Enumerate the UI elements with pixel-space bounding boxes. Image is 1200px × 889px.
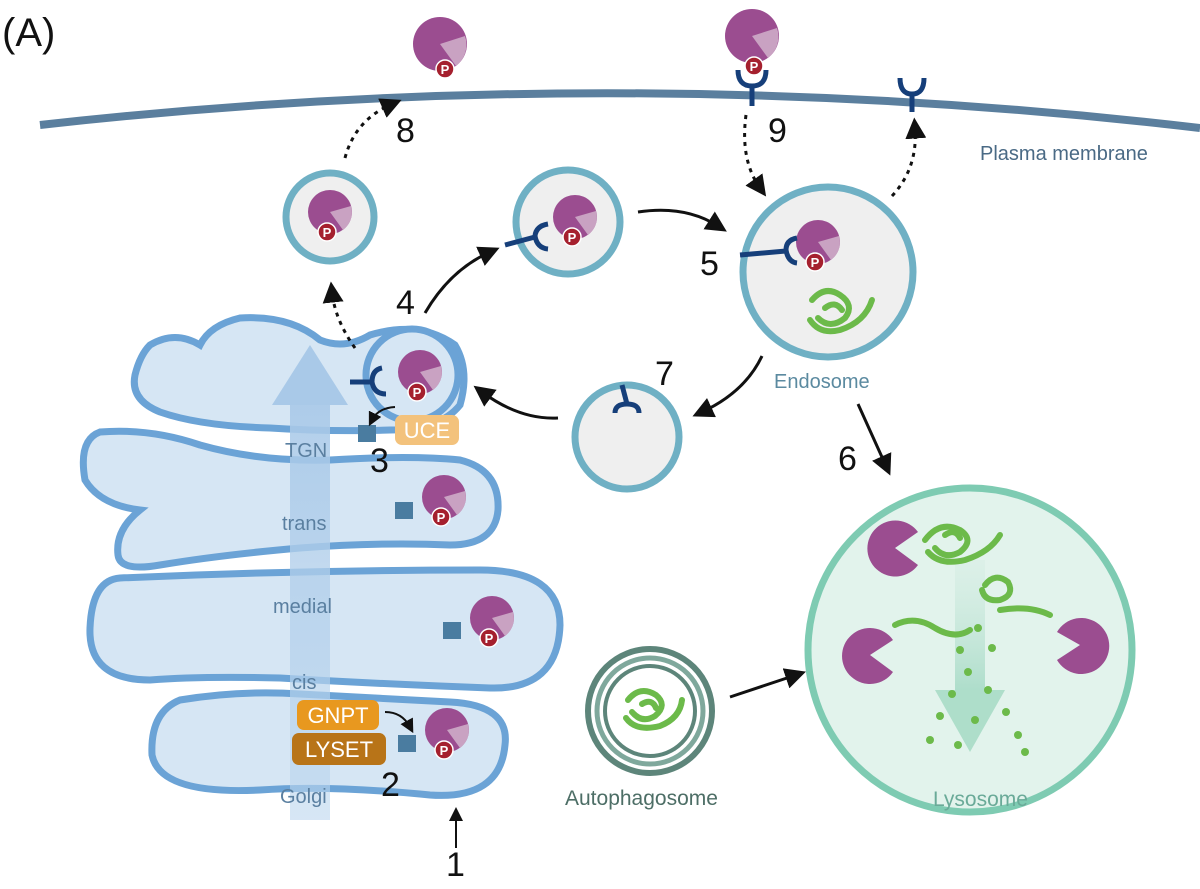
plasma-membrane <box>39 89 1200 132</box>
arrow-endosome-recycle-to-membrane <box>890 117 927 198</box>
lyset-box <box>292 733 386 765</box>
plasma-membrane-label: Plasma membrane <box>980 143 1148 165</box>
arrow-recycling-to-tgn <box>473 385 559 420</box>
uce-arrow <box>368 406 396 427</box>
autophagosome-label: Autophagosome <box>565 787 718 810</box>
arrow-4 <box>423 246 500 314</box>
svg-text:P: P <box>413 385 422 400</box>
svg-text:P: P <box>811 255 820 270</box>
svg-text:P: P <box>440 743 449 758</box>
step-9: 9 <box>768 112 787 150</box>
gnpt-label: GNPT <box>307 703 368 728</box>
pathway-arrows <box>322 98 927 848</box>
trans-label: trans <box>282 513 326 535</box>
mannose-cap-square <box>358 425 376 442</box>
step-2: 2 <box>381 766 400 804</box>
tgn-bud: P <box>350 325 462 425</box>
step-1: 1 <box>446 846 465 884</box>
svg-text:P: P <box>437 510 446 525</box>
cis-label: cis <box>292 672 316 694</box>
step-6: 6 <box>838 440 857 478</box>
lyset-label: LYSET <box>305 737 373 762</box>
golgi-enzyme-trans: P <box>395 474 467 527</box>
step-5: 5 <box>700 245 719 283</box>
gnpt-arrow <box>384 711 414 734</box>
uce-label: UCE <box>404 418 450 443</box>
arrow-endosome-to-recycling <box>692 355 764 418</box>
secretory-vesicle: P <box>282 169 378 265</box>
svg-text:P: P <box>750 59 759 74</box>
golgi-enzyme-cis: P <box>398 707 470 760</box>
panel-label: (A) <box>2 11 55 55</box>
step-8: 8 <box>396 112 415 150</box>
golgi-label: Golgi <box>280 786 327 808</box>
svg-text:P: P <box>323 225 332 240</box>
arrow-6 <box>856 403 892 476</box>
step-4: 4 <box>396 284 415 322</box>
step-3: 3 <box>370 442 389 480</box>
svg-text:P: P <box>568 230 577 245</box>
lysosome-label: Lysosome <box>933 788 1028 811</box>
step-7: 7 <box>655 355 674 393</box>
arrow-8 <box>343 98 402 159</box>
secreted-enzyme: P <box>413 17 467 79</box>
endosome: P <box>739 183 917 361</box>
endosome-substrate <box>807 288 875 335</box>
arrow-tgn-to-secretory <box>322 281 357 349</box>
lysosome <box>804 484 1136 816</box>
gnpt-box <box>297 700 379 730</box>
medial-label: medial <box>273 596 332 618</box>
uce-box <box>395 415 459 445</box>
svg-text:P: P <box>441 62 450 77</box>
transport-vesicle: P <box>504 166 624 278</box>
endosome-label: Endosome <box>774 371 870 393</box>
captured-enzyme: P <box>725 9 779 106</box>
golgi-enzyme-medial: P <box>443 595 515 648</box>
membrane-receptor <box>897 77 927 112</box>
autophagosome <box>585 646 715 776</box>
svg-text:P: P <box>485 631 494 646</box>
recycling-vesicle <box>571 381 683 493</box>
arrow-transport-to-endosome <box>637 208 727 232</box>
tgn-label: TGN <box>285 440 327 462</box>
arrow-autophagosome-to-lysosome <box>729 668 806 699</box>
arrow-9 <box>743 114 767 197</box>
